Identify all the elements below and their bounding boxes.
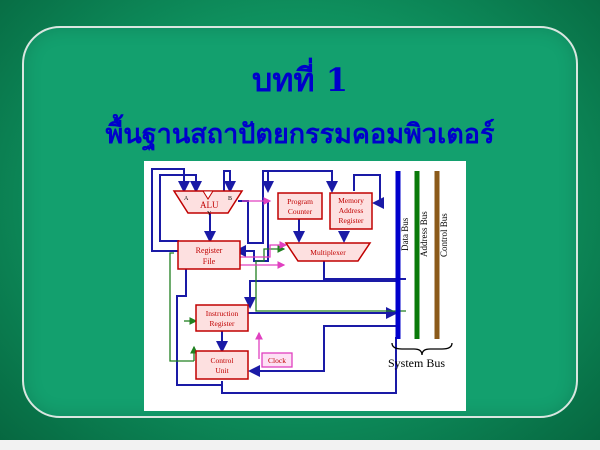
address-bus-label: Address Bus [419, 211, 429, 257]
program-counter-block: Program Counter [277, 192, 323, 220]
alu-label: ALU [200, 200, 219, 210]
register-file-line1: Register [196, 246, 223, 255]
instruction-register-line2: Register [210, 319, 235, 328]
bottom-band [0, 440, 600, 450]
data-bus-label: Data Bus [400, 217, 410, 251]
multiplexer-label: Multiplexer [310, 248, 346, 257]
slide-subtitle: พื้นฐานสถาปัตยกรรมคอมพิวเตอร์ [105, 119, 495, 150]
alu-block: ALU A B Y [172, 190, 244, 217]
register-file-block: Register File [177, 240, 241, 270]
slide-title: บทที่ 1 [252, 61, 348, 99]
green-wires [169, 245, 406, 362]
mar-line2: Address [339, 206, 364, 215]
diagram-svg: Data Bus Address Bus Control Bus System … [151, 168, 453, 394]
control-unit-line2: Unit [215, 366, 229, 375]
multiplexer-block: Multiplexer [284, 242, 372, 262]
clock-block: Clock [261, 352, 293, 368]
instruction-register-line1: Instruction [206, 309, 239, 318]
alu-input-a: A [184, 196, 189, 202]
control-unit-block: Control Unit [195, 350, 249, 380]
instruction-register-block: Instruction Register [195, 304, 249, 332]
program-counter-line2: Counter [288, 207, 313, 216]
mar-line1: Memory [338, 196, 364, 205]
clock-label: Clock [268, 356, 286, 365]
cpu-architecture-diagram: Data Bus Address Bus Control Bus System … [144, 161, 466, 411]
control-unit-line1: Control [211, 356, 234, 365]
register-file-line2: File [203, 257, 216, 266]
alu-output-y: Y [207, 211, 212, 217]
mar-line3: Register [339, 216, 364, 225]
alu-input-b: B [228, 196, 232, 202]
system-bus-brace [391, 342, 453, 356]
control-bus-label: Control Bus [439, 213, 449, 257]
memory-address-register-block: Memory Address Register [329, 192, 373, 230]
blue-wires [151, 168, 406, 394]
program-counter-line1: Program [287, 197, 313, 206]
system-bus-label: System Bus [388, 356, 445, 370]
